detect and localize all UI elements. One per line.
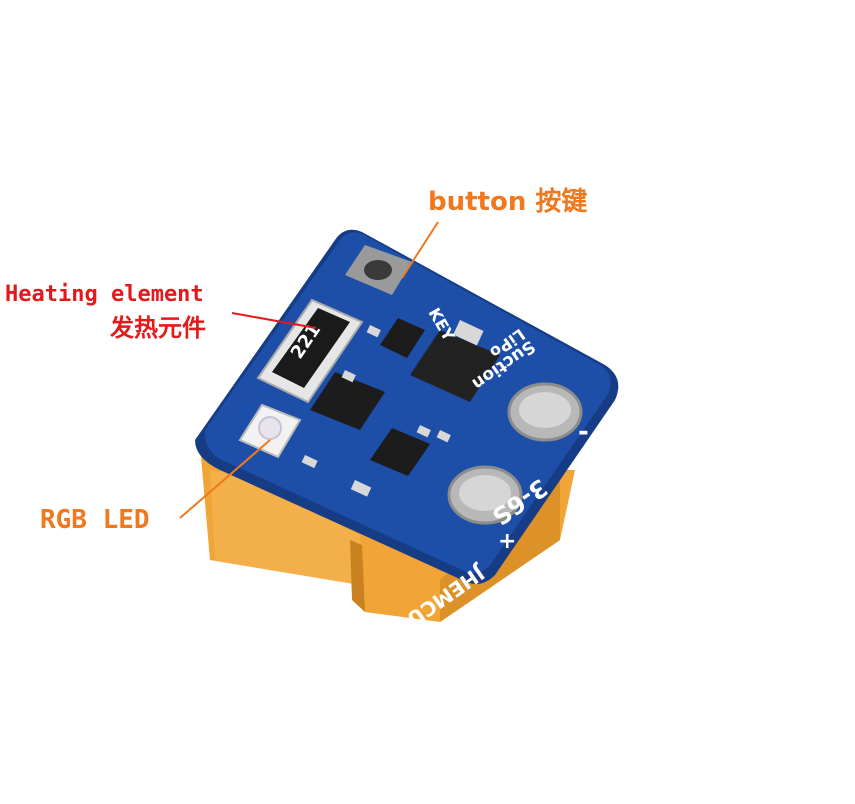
rgb-led-label: RGB LED — [40, 505, 150, 535]
solder-pads — [447, 382, 583, 525]
passive-components — [301, 319, 484, 497]
heating-element-label: Heating element — [5, 282, 204, 307]
heating-element-label-cn: 发热元件 — [110, 314, 206, 342]
button-label: button 按键 — [428, 187, 588, 217]
minus-silkscreen: - — [578, 417, 589, 447]
rgb-leader-line — [179, 439, 271, 519]
heating-resistor — [256, 298, 364, 404]
rgb-led — [238, 403, 302, 459]
plus-silkscreen: + — [498, 529, 516, 554]
ic-chips — [310, 318, 500, 476]
heating-leader-line — [231, 312, 317, 329]
push-button — [345, 245, 412, 295]
button-leader-line — [401, 221, 439, 279]
